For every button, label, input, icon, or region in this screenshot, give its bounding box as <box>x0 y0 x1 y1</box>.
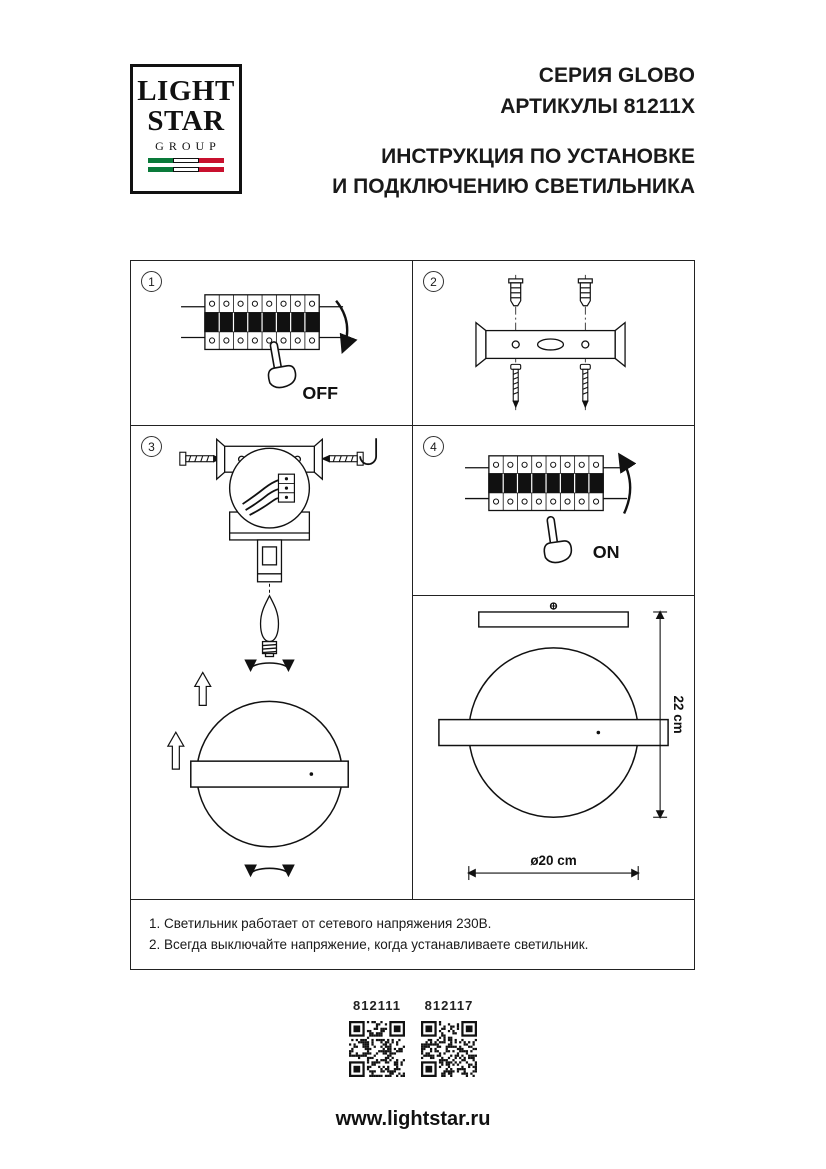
lightstar-logo: LIGHT STAR GROUP <box>130 64 242 194</box>
step-4-panel: 4 <box>413 426 694 596</box>
off-label: OFF <box>302 383 338 403</box>
series-title: СЕРИЯ GLOBO <box>538 64 695 87</box>
note-line: 2. Всегда выключайте напряжение, когда у… <box>149 937 589 952</box>
rotation-arrow-icon <box>244 864 295 878</box>
logo-text-star: STAR <box>147 105 225 137</box>
step-1-panel: 1 <box>131 261 413 426</box>
dowel-icon <box>577 278 593 307</box>
circuit-breaker-off-diagram: OFF <box>181 294 358 403</box>
height-label: 22 cm <box>671 696 686 734</box>
note-line: 1. Светильник работает от сетевого напря… <box>149 916 492 931</box>
switch-on-arrow-icon <box>618 452 637 514</box>
dimensions-panel: 22 cm ø20 cm <box>413 596 694 900</box>
qr-code <box>349 1021 405 1077</box>
up-arrow-icon <box>166 731 185 770</box>
article-code: 812111 <box>353 998 401 1013</box>
step-4-number: 4 <box>423 436 444 457</box>
diameter-dimension <box>467 866 640 881</box>
screw-icon <box>579 363 591 409</box>
logo-flag-stripe <box>148 158 225 163</box>
lamp-dimensions-diagram: 22 cm ø20 cm <box>438 602 686 881</box>
notes-block: 1. Светильник работает от сетевого напря… <box>131 900 694 969</box>
wiring-magnifier <box>228 447 311 529</box>
up-arrow-icon <box>193 671 212 706</box>
step-2-panel: 2 <box>413 261 694 426</box>
globe-sphere <box>438 647 669 818</box>
instruction-title: ИНСТРУКЦИЯ ПО УСТАНОВКЕ И ПОДКЛЮЧЕНИЮ СВ… <box>332 145 695 198</box>
on-label: ON <box>593 542 620 562</box>
rotation-arrow-icon <box>244 659 295 673</box>
article-code: 812117 <box>424 998 474 1013</box>
screw-icon <box>510 363 522 409</box>
dowel-icon <box>508 278 524 307</box>
qr-section: 812111 812117 <box>0 998 826 1077</box>
qr-item: 812117 <box>421 998 477 1077</box>
diameter-label: ø20 cm <box>530 853 576 868</box>
steps-grid: 1 <box>130 260 695 970</box>
circuit-breaker-on-diagram: ON <box>465 452 637 564</box>
bracket-shape <box>475 321 626 368</box>
globe-sphere <box>190 700 349 848</box>
bulb-icon <box>259 594 280 658</box>
qr-item: 812111 <box>349 998 405 1077</box>
step-2-number: 2 <box>423 271 444 292</box>
website-url: www.lightstar.ru <box>335 1108 491 1130</box>
logo-text-light: LIGHT <box>137 75 235 107</box>
articles-title: АРТИКУЛЫ 81211X <box>500 95 695 118</box>
step-1-number: 1 <box>141 271 162 292</box>
screw-icon <box>179 451 223 466</box>
qr-code <box>421 1021 477 1077</box>
hand-pointing-icon <box>267 341 297 389</box>
step-3-panel: 3 <box>131 426 413 900</box>
assembly-diagram <box>166 437 378 878</box>
logo-text-group: GROUP <box>155 139 221 153</box>
logo-flag-stripe <box>148 167 225 172</box>
hand-pointing-icon <box>543 515 573 564</box>
step-3-number: 3 <box>141 436 162 457</box>
screw-icon <box>320 451 364 466</box>
hook-icon <box>359 438 378 466</box>
header: СЕРИЯ GLOBO АРТИКУЛЫ 81211X ИНСТРУКЦИЯ П… <box>332 60 695 202</box>
ceiling-plate <box>478 602 629 628</box>
height-dimension <box>653 610 668 820</box>
switch-off-arrow-icon <box>335 300 358 355</box>
mounting-bracket-diagram <box>475 274 626 413</box>
